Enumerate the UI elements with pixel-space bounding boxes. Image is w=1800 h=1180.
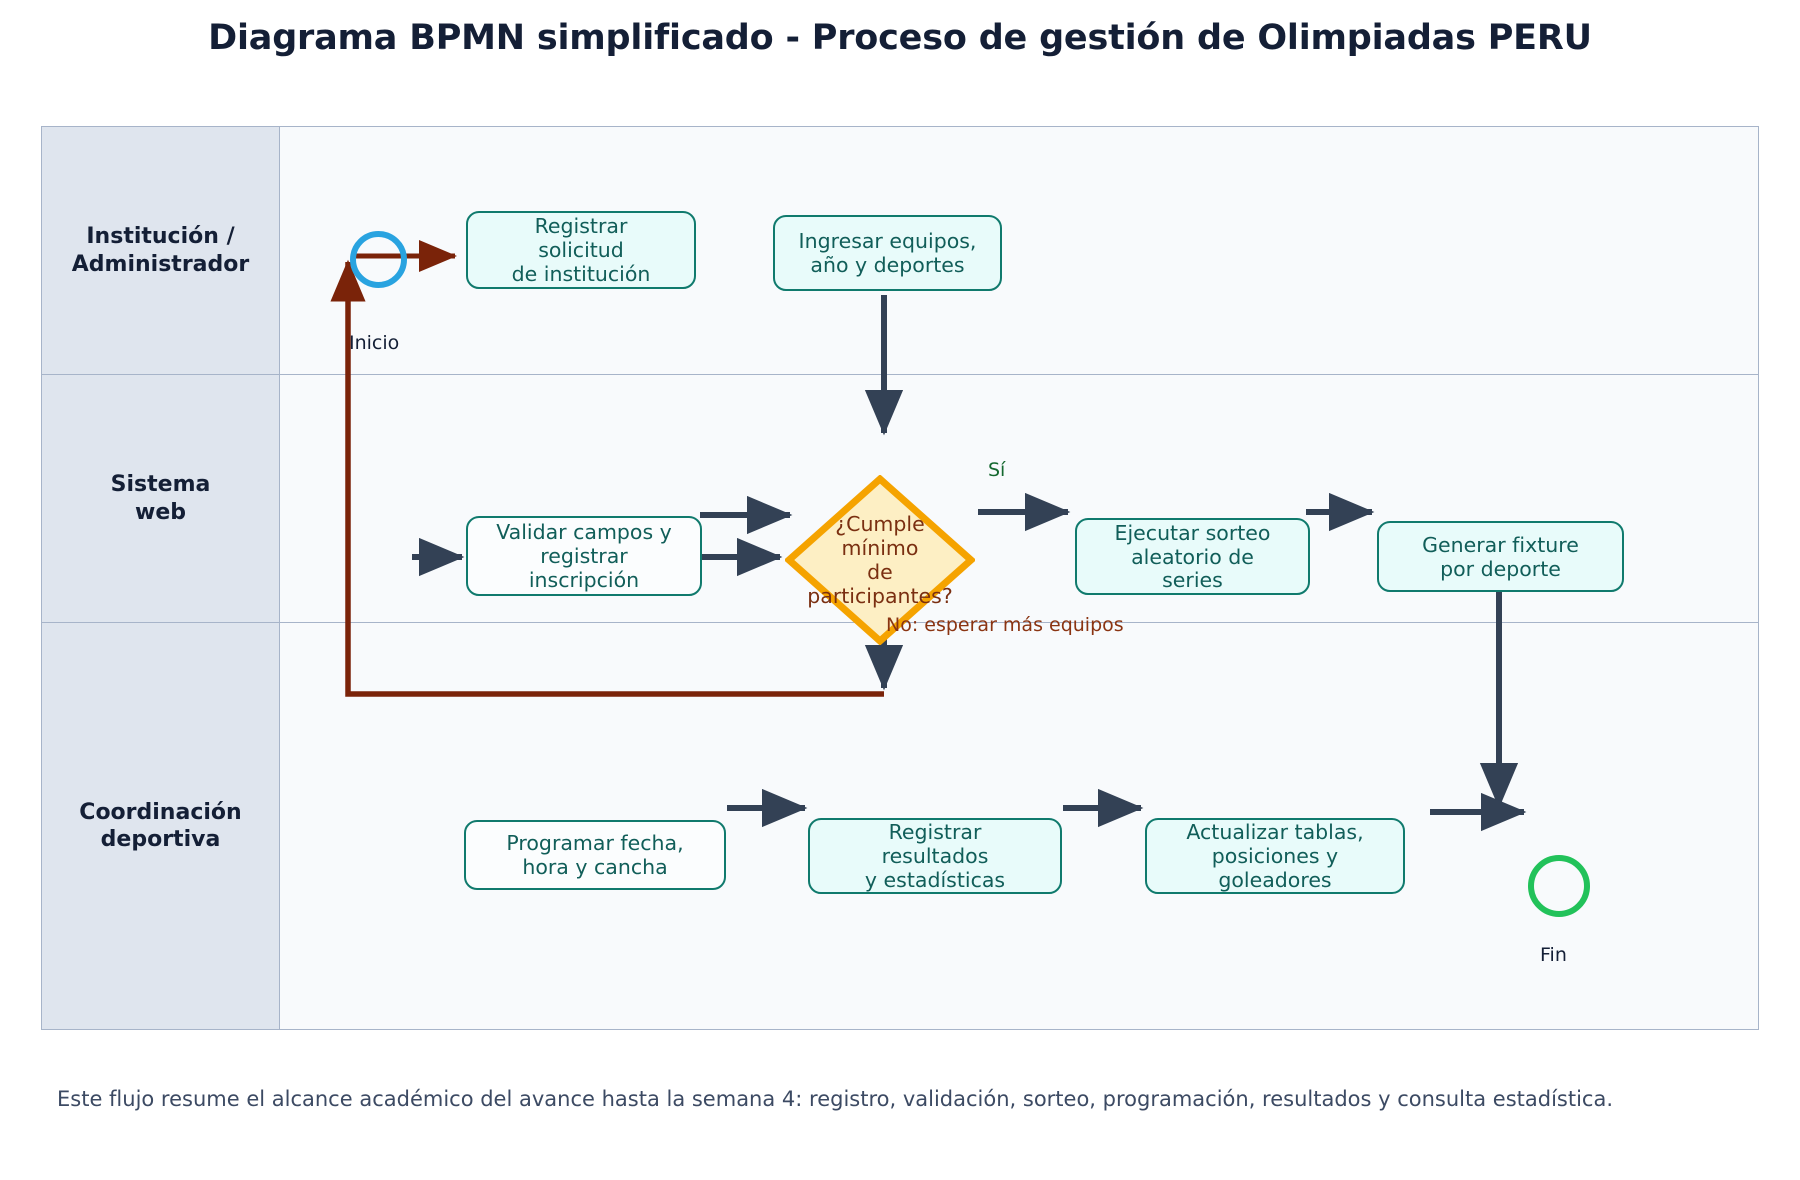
lane-sistema: Sistema web xyxy=(42,375,1758,623)
lane-coordinacion: Coordinación deportiva xyxy=(42,623,1758,1029)
page-title: Diagrama BPMN simplificado - Proceso de … xyxy=(208,18,1592,58)
gateway-label: ¿Cumple mínimo de participantes? xyxy=(807,511,953,609)
start-event[interactable] xyxy=(350,231,407,288)
task-registrar-resultados[interactable]: Registrar resultados y estadísticas xyxy=(808,818,1062,894)
lane-institucion: Institución / Administrador xyxy=(42,127,1758,375)
lane-header-institucion: Institución / Administrador xyxy=(42,127,280,374)
gateway-cumple-minimo[interactable]: ¿Cumple mínimo de participantes? xyxy=(785,475,975,645)
task-registrar-solicitud[interactable]: Registrar solicitud de institución xyxy=(466,211,696,289)
start-event-label: Inicio xyxy=(349,332,400,354)
footer-caption: Este flujo resume el alcance académico d… xyxy=(57,1087,1614,1111)
task-ejecutar-sorteo[interactable]: Ejecutar sorteo aleatorio de series xyxy=(1075,518,1310,595)
lane-title-institucion: Institución / Administrador xyxy=(71,224,250,277)
end-event[interactable] xyxy=(1528,855,1590,917)
task-actualizar-tablas[interactable]: Actualizar tablas, posiciones y goleador… xyxy=(1145,818,1405,894)
task-ingresar-equipos[interactable]: Ingresar equipos, año y deportes xyxy=(773,215,1002,291)
flow-label-si: Sí xyxy=(988,459,1006,481)
gateway-diamond-shape xyxy=(785,475,975,645)
lane-title-coordinacion: Coordinación deportiva xyxy=(79,799,242,852)
end-event-label: Fin xyxy=(1540,944,1567,966)
task-generar-fixture[interactable]: Generar fixture por deporte xyxy=(1377,521,1624,592)
task-programar-fecha[interactable]: Programar fecha, hora y cancha xyxy=(464,820,726,890)
flow-label-no: No: esperar más equipos xyxy=(886,614,1124,636)
task-validar-campos[interactable]: Validar campos y registrar inscripción xyxy=(466,516,702,596)
lane-title-sistema: Sistema web xyxy=(110,472,211,525)
lane-header-coordinacion: Coordinación deportiva xyxy=(42,623,280,1029)
lane-header-sistema: Sistema web xyxy=(42,375,280,622)
